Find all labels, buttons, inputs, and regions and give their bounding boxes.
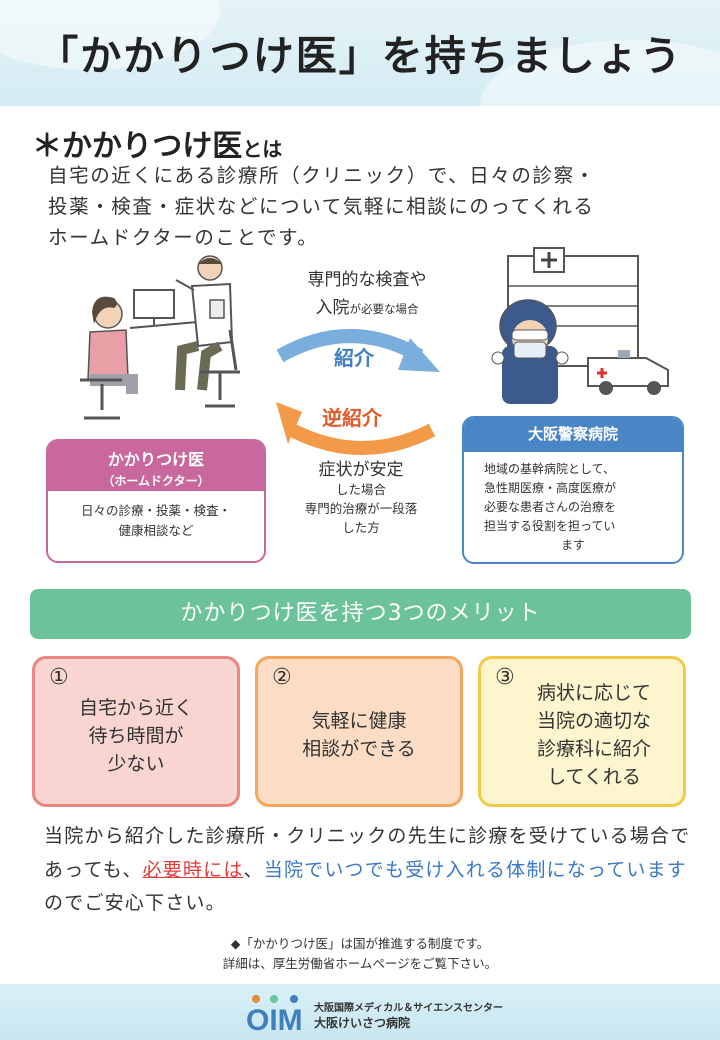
logo-line: 大阪けいさつ病院	[314, 1016, 411, 1030]
reassurance-note: 当院から紹介した診療所・クリニックの先生に診療を受けている場合であっても、必要時…	[44, 820, 694, 921]
merit-line: 自宅から近く	[78, 697, 193, 719]
hospital-box-line: ます	[560, 538, 585, 552]
header-band	[0, 0, 720, 106]
referral-condition: 専門的な検査や 入院が必要な場合	[282, 266, 452, 323]
back-referral-condition: 症状が安定 した場合 専門的治療が一段落 した方	[286, 461, 436, 537]
clinic-box-line: 日々の診療・投薬・検査・	[80, 503, 231, 518]
hospital-box-line: 担当する役割を担ってい	[484, 519, 616, 533]
merit-line: 気軽に健康	[311, 710, 407, 732]
hospital-logo-text: 大阪国際メディカル＆サイエンスセンター 大阪けいさつ病院	[314, 1002, 503, 1030]
merit-line: 診療科に紹介	[536, 738, 651, 760]
footnote-line: ◆「かかりつけ医」は国が推進する制度です。	[230, 936, 490, 951]
merit-text: 病状に応じて 当院の適切な 診療科に紹介 してくれる	[505, 679, 683, 791]
merit-number: ②	[272, 665, 292, 690]
merit-line: 当院の適切な	[536, 710, 651, 732]
referral-arrow-icon	[276, 329, 424, 363]
note-emphasis-blue: 当院でいつでも受け入れる体制になっています	[263, 858, 688, 881]
clinic-info-box: かかりつけ医 （ホームドクター） 日々の診療・投薬・検査・ 健康相談など	[46, 439, 266, 563]
heading-suffix: とは	[242, 137, 283, 161]
back-referral-arrow-icon	[288, 423, 436, 455]
back-referral-line: 症状が安定	[318, 460, 404, 480]
referral-arrows	[276, 329, 440, 455]
heading-main: かかりつけ医	[62, 129, 243, 164]
merit-line: 待ち時間が	[88, 725, 184, 747]
merit-text: 気軽に健康 相談ができる	[258, 707, 460, 763]
heading-bullet: ＊	[32, 129, 62, 164]
footnote: ◆「かかりつけ医」は国が推進する制度です。 詳細は、厚生労働省ホームページをご覧…	[0, 934, 720, 974]
note-text: のでご安心下さい。	[44, 892, 226, 914]
merit-card-1: ① 自宅から近く 待ち時間が 少ない	[32, 656, 240, 807]
merit-line: してくれる	[547, 766, 641, 788]
hospital-box-body: 地域の基幹病院として、 急性期医療・高度医療が 必要な患者さんの治療を 担当する…	[464, 452, 682, 555]
hospital-box-line: 必要な患者さんの治療を	[484, 500, 617, 514]
note-emphasis-red: 必要時には	[142, 858, 244, 881]
page-title: 「かかりつけ医」を持ちましょう	[37, 32, 683, 80]
clinic-box-body: 日々の診療・投薬・検査・ 健康相談など	[48, 491, 264, 541]
merit-card-2: ② 気軽に健康 相談ができる	[255, 656, 463, 807]
svg-text:OIM: OIM	[246, 1004, 303, 1032]
section-heading: ＊かかりつけ医とは	[32, 121, 282, 165]
intro-line: 投薬・検査・症状などについて気軽に相談にのってくれる	[48, 195, 595, 218]
clinic-box-line: 健康相談など	[118, 523, 194, 538]
hospital-box-line: 地域の基幹病院として、	[484, 462, 616, 476]
referral-line-small: が必要な場合	[349, 302, 419, 316]
note-text: 、	[243, 858, 264, 881]
back-referral-line: した場合	[335, 482, 386, 497]
clinic-consultation-illustration	[80, 255, 240, 420]
referral-line-main: 入院	[315, 298, 350, 318]
hospital-box-title: 大阪警察病院	[464, 418, 682, 452]
back-referral-arrow-label: 逆紹介	[322, 406, 382, 430]
hospital-illustration	[491, 247, 669, 404]
referral-arrowhead-icon	[398, 338, 440, 372]
intro-paragraph: 自宅の近くにある診療所（クリニック）で、日々の診察・ 投薬・検査・症状などについ…	[48, 160, 688, 253]
referral-line: 専門的な検査や	[307, 270, 427, 290]
merit-number: ③	[495, 665, 515, 690]
back-referral-line: した方	[342, 520, 380, 535]
back-referral-arrowhead-icon	[276, 402, 302, 444]
back-referral-line: 専門的治療が一段落	[304, 501, 418, 516]
footer-band	[0, 984, 720, 1040]
referral-line: 入院が必要な場合	[282, 294, 452, 323]
intro-line: ホームドクターのことです。	[48, 226, 319, 249]
oim-logo-icon: OIM	[246, 995, 303, 1032]
merit-card-3: ③ 病状に応じて 当院の適切な 診療科に紹介 してくれる	[478, 656, 686, 807]
clinic-box-header: かかりつけ医 （ホームドクター）	[48, 441, 264, 491]
merit-number: ①	[49, 665, 69, 690]
merit-line: 相談ができる	[302, 738, 416, 760]
merit-line: 病状に応じて	[536, 682, 651, 704]
clinic-box-title: かかりつけ医	[107, 450, 205, 469]
clinic-box-subtitle: （ホームドクター）	[102, 474, 210, 488]
note-text: 当院から紹介した診療所・クリニックの先生に診療を受けている場合であっても、	[44, 825, 691, 881]
hospital-box-line: 急性期医療・高度医療が	[484, 481, 617, 495]
intro-line: 自宅の近くにある診療所（クリニック）で、日々の診察・	[48, 164, 596, 187]
hospital-info-box: 大阪警察病院 地域の基幹病院として、 急性期医療・高度医療が 必要な患者さんの治…	[462, 416, 684, 564]
footnote-line: 詳細は、厚生労働省ホームページをご覧下さい。	[222, 956, 498, 971]
merit-text: 自宅から近く 待ち時間が 少ない	[35, 694, 237, 778]
logo-line: 大阪国際メディカル＆サイエンスセンター	[314, 1003, 503, 1014]
merit-banner: かかりつけ医を持つ3つのメリット	[30, 589, 691, 639]
referral-arrow-label: 紹介	[334, 346, 374, 370]
merit-line: 少ない	[107, 753, 165, 775]
